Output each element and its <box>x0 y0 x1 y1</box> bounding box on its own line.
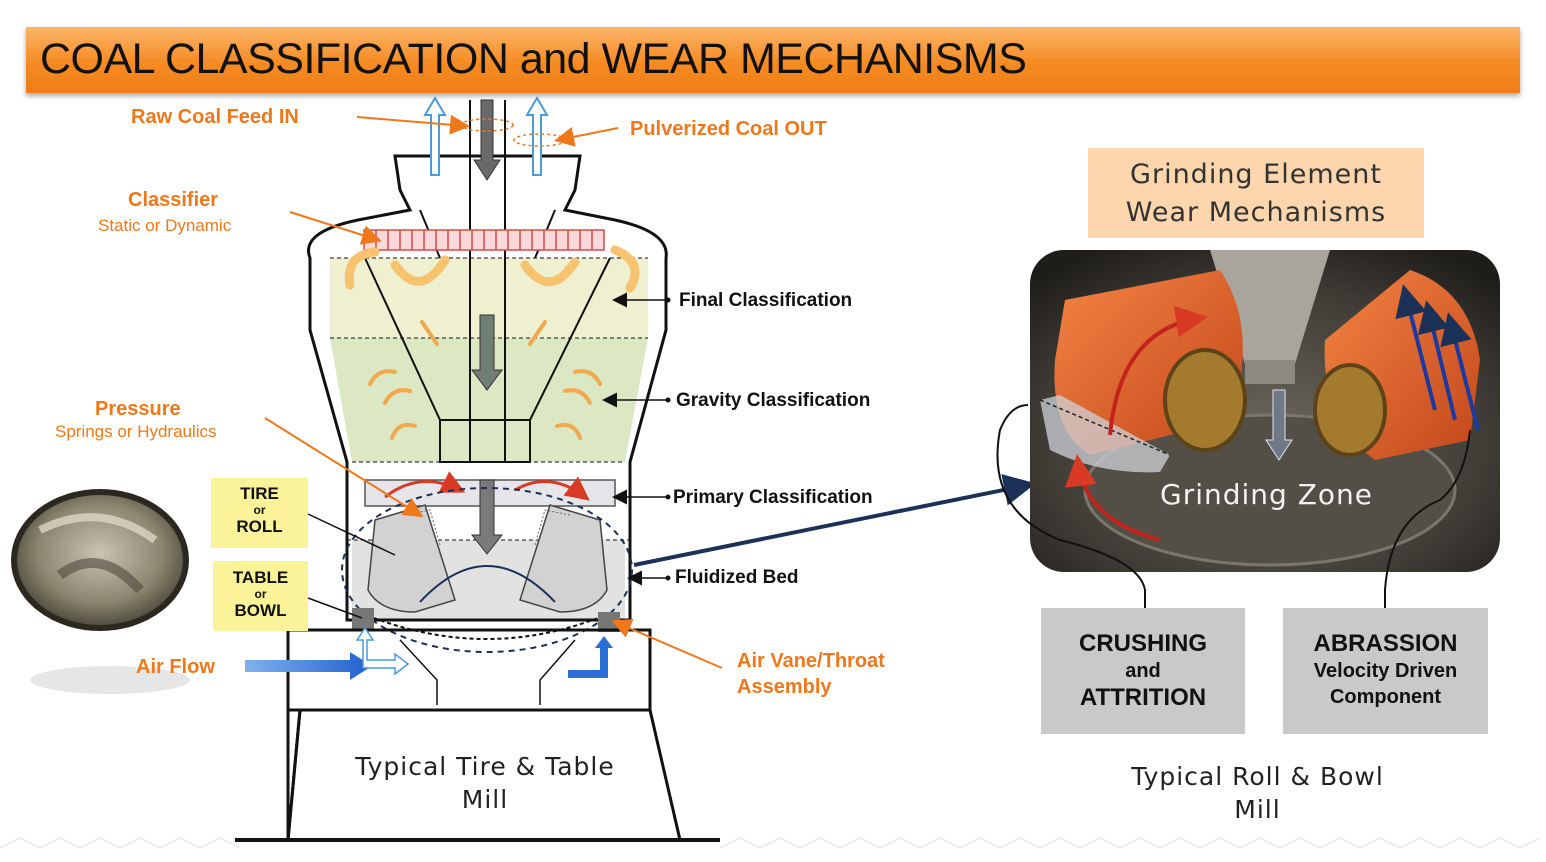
primary-classification-label: Primary Classification <box>673 487 873 508</box>
gravity-classification-zone <box>330 338 648 462</box>
attrition-text: ATTRITION <box>1079 684 1207 711</box>
right-caption-line-1: Typical Roll & Bowl <box>1131 762 1384 791</box>
crushing-text: CRUSHING <box>1078 630 1207 657</box>
roll-text: ROLL <box>236 517 283 536</box>
velocity-driven-text: Velocity Driven <box>1313 660 1458 682</box>
left-caption-line-1: Typical Tire & Table <box>355 752 615 781</box>
right-caption-line-2: Mill <box>1234 795 1281 824</box>
connector-arrow <box>633 474 1036 567</box>
pulverized-coal-label: Pulverized Coal OUT <box>630 118 827 140</box>
grinding-element-line-1: Grinding Element <box>1130 159 1382 190</box>
air-flow-arrow <box>245 652 372 680</box>
component-text: Component <box>1329 686 1442 708</box>
pressure-sub-label: Springs or Hydraulics <box>55 422 217 441</box>
abrasion-text: ABRASSION <box>1313 630 1458 657</box>
and-text: and <box>1125 660 1161 682</box>
air-vane-label-1: Air Vane/Throat <box>737 650 885 672</box>
pressure-label: Pressure <box>95 398 181 420</box>
tire-rolls <box>367 504 608 613</box>
left-mill-caption: Typical Tire & Table Mill <box>330 750 640 816</box>
table-text: TABLE <box>232 568 289 587</box>
gravity-classification-label: Gravity Classification <box>676 390 871 411</box>
fluidized-bed-label: Fluidized Bed <box>675 567 799 588</box>
grinding-element-box: Grinding Element Wear Mechanisms <box>1088 148 1424 238</box>
grinding-element-line-2: Wear Mechanisms <box>1125 197 1387 228</box>
right-mill-caption: Typical Roll & Bowl Mill <box>1100 760 1415 826</box>
coal-drop-arrow-2 <box>470 479 504 555</box>
left-caption-line-2: Mill <box>461 785 509 814</box>
abrasion-box: ABRASSION Velocity Driven Component <box>1283 608 1488 734</box>
air-vane-label-2: Assembly <box>737 676 832 698</box>
coal-out-arrow-right <box>525 96 549 176</box>
table-or-text: or <box>254 587 267 601</box>
title-bar: COAL CLASSIFICATION and WEAR MECHANISMS <box>26 27 1520 93</box>
final-classification-label: Final Classification <box>679 290 853 311</box>
bowl-text: BOWL <box>234 601 287 620</box>
table-bowl-box: TABLE or BOWL <box>213 561 308 631</box>
air-flow-label: Air Flow <box>136 656 215 678</box>
grinding-zone-label: Grinding Zone <box>1160 478 1373 511</box>
table-bowl <box>373 617 599 640</box>
crushing-attrition-box: CRUSHING and ATTRITION <box>1041 608 1245 734</box>
coal-feed-arrow <box>473 99 501 181</box>
page-title: COAL CLASSIFICATION and WEAR MECHANISMS <box>40 35 1027 83</box>
coal-out-arrow-left <box>423 96 447 176</box>
classifier-sub-label: Static or Dynamic <box>98 216 232 235</box>
tire-or-text: or <box>253 503 266 517</box>
raw-coal-feed-label: Raw Coal Feed IN <box>131 106 299 128</box>
tire-roll-box: TIRE or ROLL <box>211 478 308 548</box>
classifier-label: Classifier <box>128 189 219 211</box>
coal-drop-arrow-1 <box>471 314 503 391</box>
mill-body-outline <box>307 154 668 622</box>
tire-text: TIRE <box>240 484 279 503</box>
